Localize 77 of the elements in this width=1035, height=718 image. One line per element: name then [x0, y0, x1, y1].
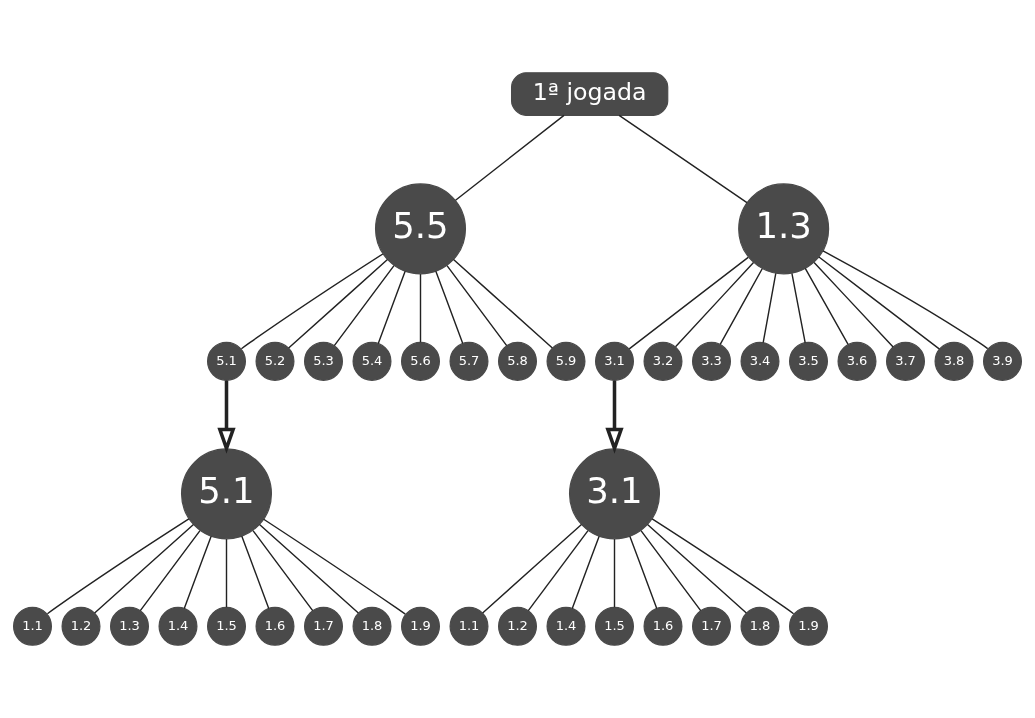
node-box: 1ª jogada	[511, 72, 669, 116]
node-circle: 5.1	[207, 341, 246, 381]
connector	[527, 529, 589, 612]
arrow	[217, 380, 236, 454]
node-circle: 3.1	[595, 341, 634, 381]
node-circle: 5.3	[304, 341, 343, 381]
connector	[93, 523, 195, 614]
node-circle: 3.4	[740, 341, 780, 381]
arrow	[605, 380, 624, 454]
connector	[618, 114, 748, 204]
node-circle: 5.2	[255, 341, 295, 381]
node-circle: 3.7	[886, 341, 925, 381]
connector	[263, 518, 407, 615]
connector	[651, 518, 795, 615]
node-circle: 1.4	[158, 606, 198, 646]
connector	[813, 261, 894, 348]
connector	[640, 529, 702, 612]
node-circle: 5.9	[546, 341, 586, 381]
node-circle: 5.8	[498, 341, 537, 381]
node-circle: 3.1	[568, 448, 661, 540]
connector	[240, 253, 384, 350]
connector	[628, 256, 749, 350]
node-circle: 1.5	[595, 606, 634, 646]
node-circle: 1.2	[61, 606, 101, 646]
node-circle: 3.8	[934, 341, 974, 381]
node-circle: 1.4	[546, 606, 586, 646]
connector	[446, 264, 508, 347]
node-circle: 1.8	[352, 606, 392, 646]
connector	[454, 114, 565, 201]
node-circle: 1.8	[740, 606, 780, 646]
connector	[46, 518, 190, 615]
node-circle: 3.3	[692, 341, 731, 381]
node-circle: 5.6	[401, 341, 440, 381]
node-circle: 1.1	[449, 606, 489, 646]
connector	[333, 264, 395, 347]
connector	[241, 535, 270, 610]
connector	[674, 261, 755, 348]
node-circle: 5.5	[374, 183, 467, 275]
connector	[646, 523, 748, 614]
node-circle: 1.7	[304, 606, 343, 646]
node-circle: 1.6	[643, 606, 683, 646]
connector	[804, 267, 849, 346]
node-circle: 1.1	[13, 606, 52, 646]
connector	[183, 535, 212, 610]
connector	[791, 272, 806, 344]
node-circle: 3.5	[789, 341, 828, 381]
node-circle: 5.1	[180, 448, 273, 540]
connector	[225, 538, 228, 608]
node-circle: 1.2	[498, 606, 537, 646]
connector	[822, 250, 989, 350]
node-circle: 3.6	[837, 341, 877, 381]
node-circle: 1.3	[738, 183, 830, 275]
connector	[452, 258, 554, 349]
connector	[762, 272, 777, 344]
connector	[419, 273, 422, 343]
connector	[139, 529, 201, 612]
connector	[287, 258, 389, 349]
connector	[377, 270, 406, 345]
connector	[435, 270, 464, 345]
node-circle: 1.5	[207, 606, 246, 646]
node-circle: 5.4	[352, 341, 392, 381]
connector	[252, 529, 314, 612]
node-circle: 3.9	[983, 341, 1022, 381]
node-circle: 1.3	[109, 606, 149, 646]
connector	[629, 535, 658, 610]
connector	[818, 256, 941, 350]
connector	[258, 523, 360, 614]
connector	[719, 268, 763, 346]
connector	[481, 523, 583, 614]
node-circle: 3.2	[643, 341, 683, 381]
connector	[613, 538, 616, 608]
node-circle: 1.6	[255, 606, 295, 646]
node-circle: 5.7	[449, 341, 489, 381]
connector	[571, 535, 600, 610]
node-circle: 1.9	[789, 606, 828, 646]
node-circle: 1.7	[692, 606, 731, 646]
node-circle: 1.9	[401, 606, 440, 646]
